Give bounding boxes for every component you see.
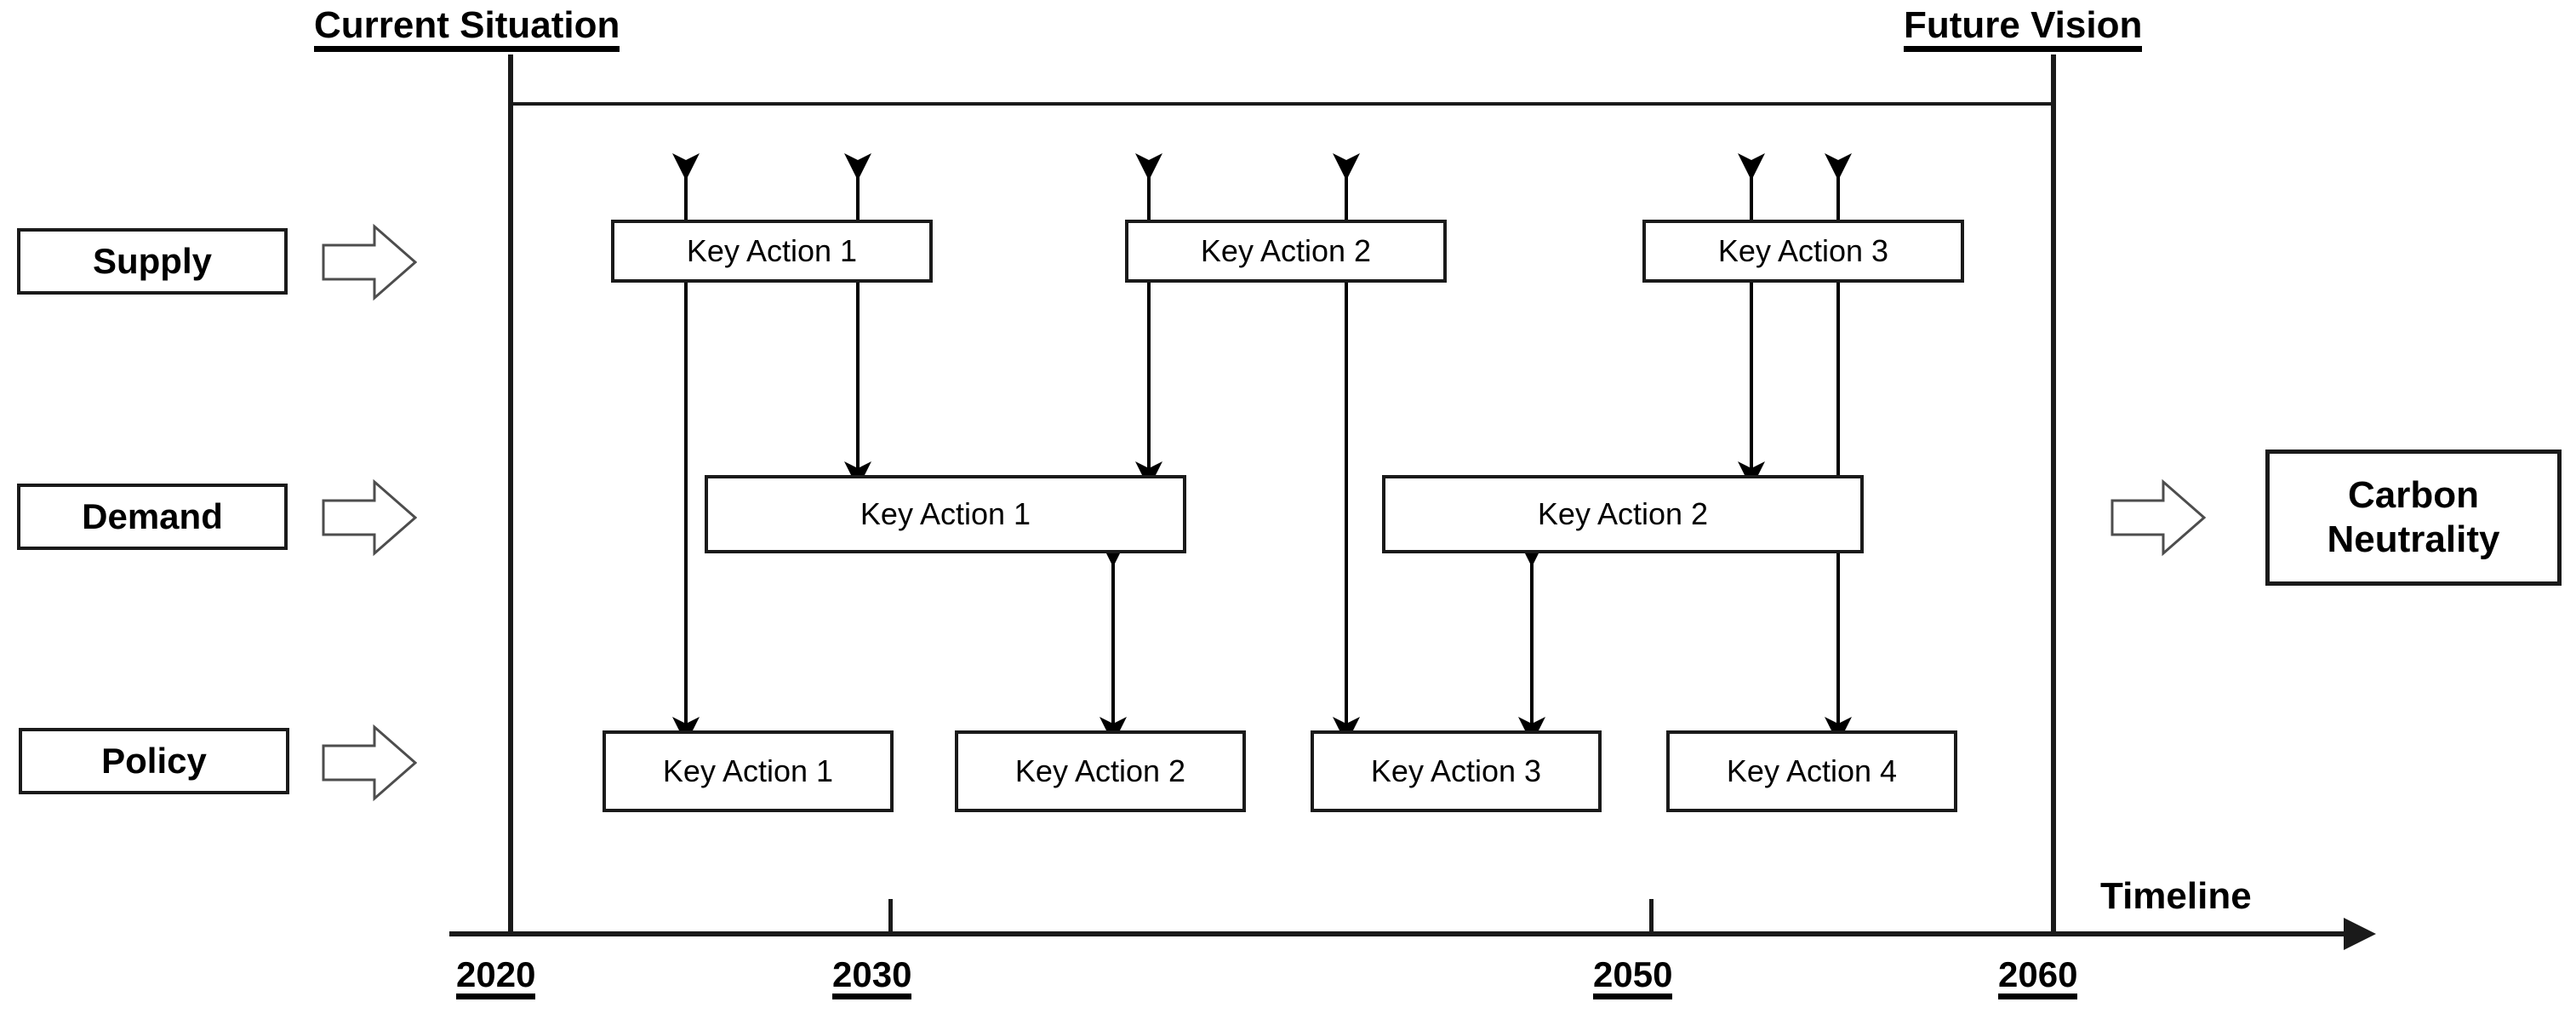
- supply-key-action-3: Key Action 3: [1642, 220, 1964, 283]
- supply-key-action-1-label: Key Action 1: [686, 233, 858, 268]
- demand-key-action-2: Key Action 2: [1382, 475, 1864, 553]
- policy-key-action-3-label: Key Action 3: [1370, 753, 1542, 788]
- carbon-neutrality-line2: Neutrality: [2327, 518, 2500, 560]
- current-situation-heading: Current Situation: [314, 7, 620, 52]
- timeline-year-2060: 2060: [1998, 957, 2078, 999]
- category-policy: Policy: [19, 728, 289, 794]
- block-arrow-right-icon: [322, 223, 417, 301]
- timeline-axis-arrowhead-icon: [2344, 918, 2376, 950]
- carbon-neutrality-box: Carbon Neutrality: [2265, 450, 2562, 586]
- timeline-year-2030: 2030: [832, 957, 912, 999]
- policy-key-action-1-label: Key Action 1: [662, 753, 834, 788]
- block-arrow-right-icon: [2110, 478, 2206, 557]
- block-arrow-right-icon: [322, 724, 417, 802]
- policy-key-action-1: Key Action 1: [603, 730, 894, 812]
- policy-key-action-3: Key Action 3: [1311, 730, 1602, 812]
- current-situation-boundary-line: [508, 54, 513, 936]
- block-arrow-right-icon: [322, 478, 417, 557]
- demand-key-action-1-label: Key Action 1: [860, 496, 1031, 531]
- supply-key-action-1: Key Action 1: [611, 220, 933, 283]
- policy-key-action-4: Key Action 4: [1666, 730, 1957, 812]
- carbon-neutrality-line1: Carbon: [2348, 474, 2479, 517]
- demand-key-action-1: Key Action 1: [705, 475, 1186, 553]
- timeline-axis: [449, 931, 2349, 936]
- supply-key-action-3-label: Key Action 3: [1717, 233, 1889, 268]
- timeline-axis-label: Timeline: [2100, 875, 2252, 917]
- policy-key-action-2-label: Key Action 2: [1014, 753, 1186, 788]
- supply-key-action-2-label: Key Action 2: [1200, 233, 1372, 268]
- timeline-tick-2030: [888, 899, 893, 933]
- future-vision-boundary-line: [2051, 54, 2056, 936]
- category-demand-label: Demand: [82, 496, 223, 536]
- timeline-tick-2050: [1649, 899, 1654, 933]
- demand-key-action-2-label: Key Action 2: [1537, 496, 1709, 531]
- supply-key-action-2: Key Action 2: [1125, 220, 1447, 283]
- category-demand: Demand: [17, 484, 288, 550]
- category-supply: Supply: [17, 228, 288, 295]
- category-supply-label: Supply: [92, 241, 212, 281]
- policy-key-action-4-label: Key Action 4: [1726, 753, 1898, 788]
- frame-top-connector-line: [511, 102, 2053, 106]
- timeline-year-2050: 2050: [1593, 957, 1673, 999]
- category-policy-label: Policy: [101, 741, 207, 781]
- timeline-year-2020: 2020: [456, 957, 536, 999]
- future-vision-heading: Future Vision: [1904, 7, 2143, 52]
- policy-key-action-2: Key Action 2: [955, 730, 1246, 812]
